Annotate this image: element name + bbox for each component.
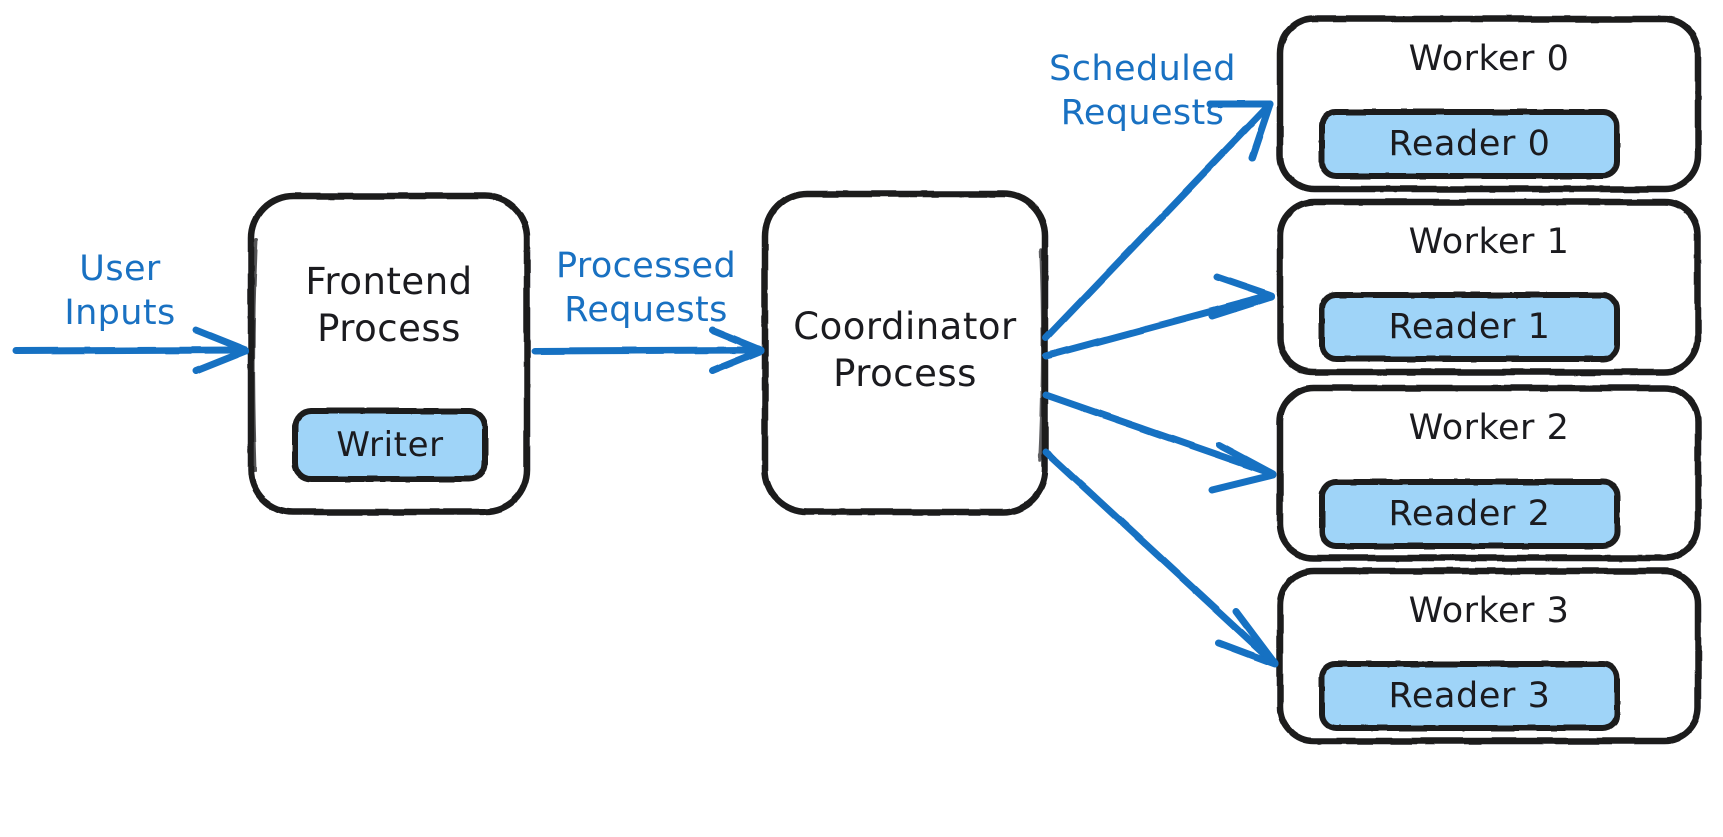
reader-1-node[interactable]: [1322, 295, 1617, 359]
reader-0-node[interactable]: [1322, 112, 1617, 176]
reader-0-box[interactable]: [1319, 109, 1620, 179]
writer-box[interactable]: [292, 408, 488, 482]
processed-requests-arrow: [531, 326, 765, 375]
coordinator-to-worker-0-arrow: [1042, 100, 1274, 342]
reader-2-node[interactable]: [1322, 482, 1617, 546]
coordinator-to-worker-2-arrow: [1042, 391, 1277, 494]
reader-2-box[interactable]: [1319, 479, 1620, 549]
coordinator-to-worker-3-arrow: [1042, 448, 1279, 668]
coordinator-process-node[interactable]: [765, 194, 1045, 512]
user-inputs-arrow: [12, 326, 250, 375]
reader-1-box[interactable]: [1319, 292, 1620, 362]
writer-node[interactable]: [295, 411, 485, 479]
reader-3-node[interactable]: [1322, 664, 1617, 728]
coordinator-to-worker-1-arrow: [1042, 273, 1276, 360]
reader-3-box[interactable]: [1319, 661, 1620, 731]
